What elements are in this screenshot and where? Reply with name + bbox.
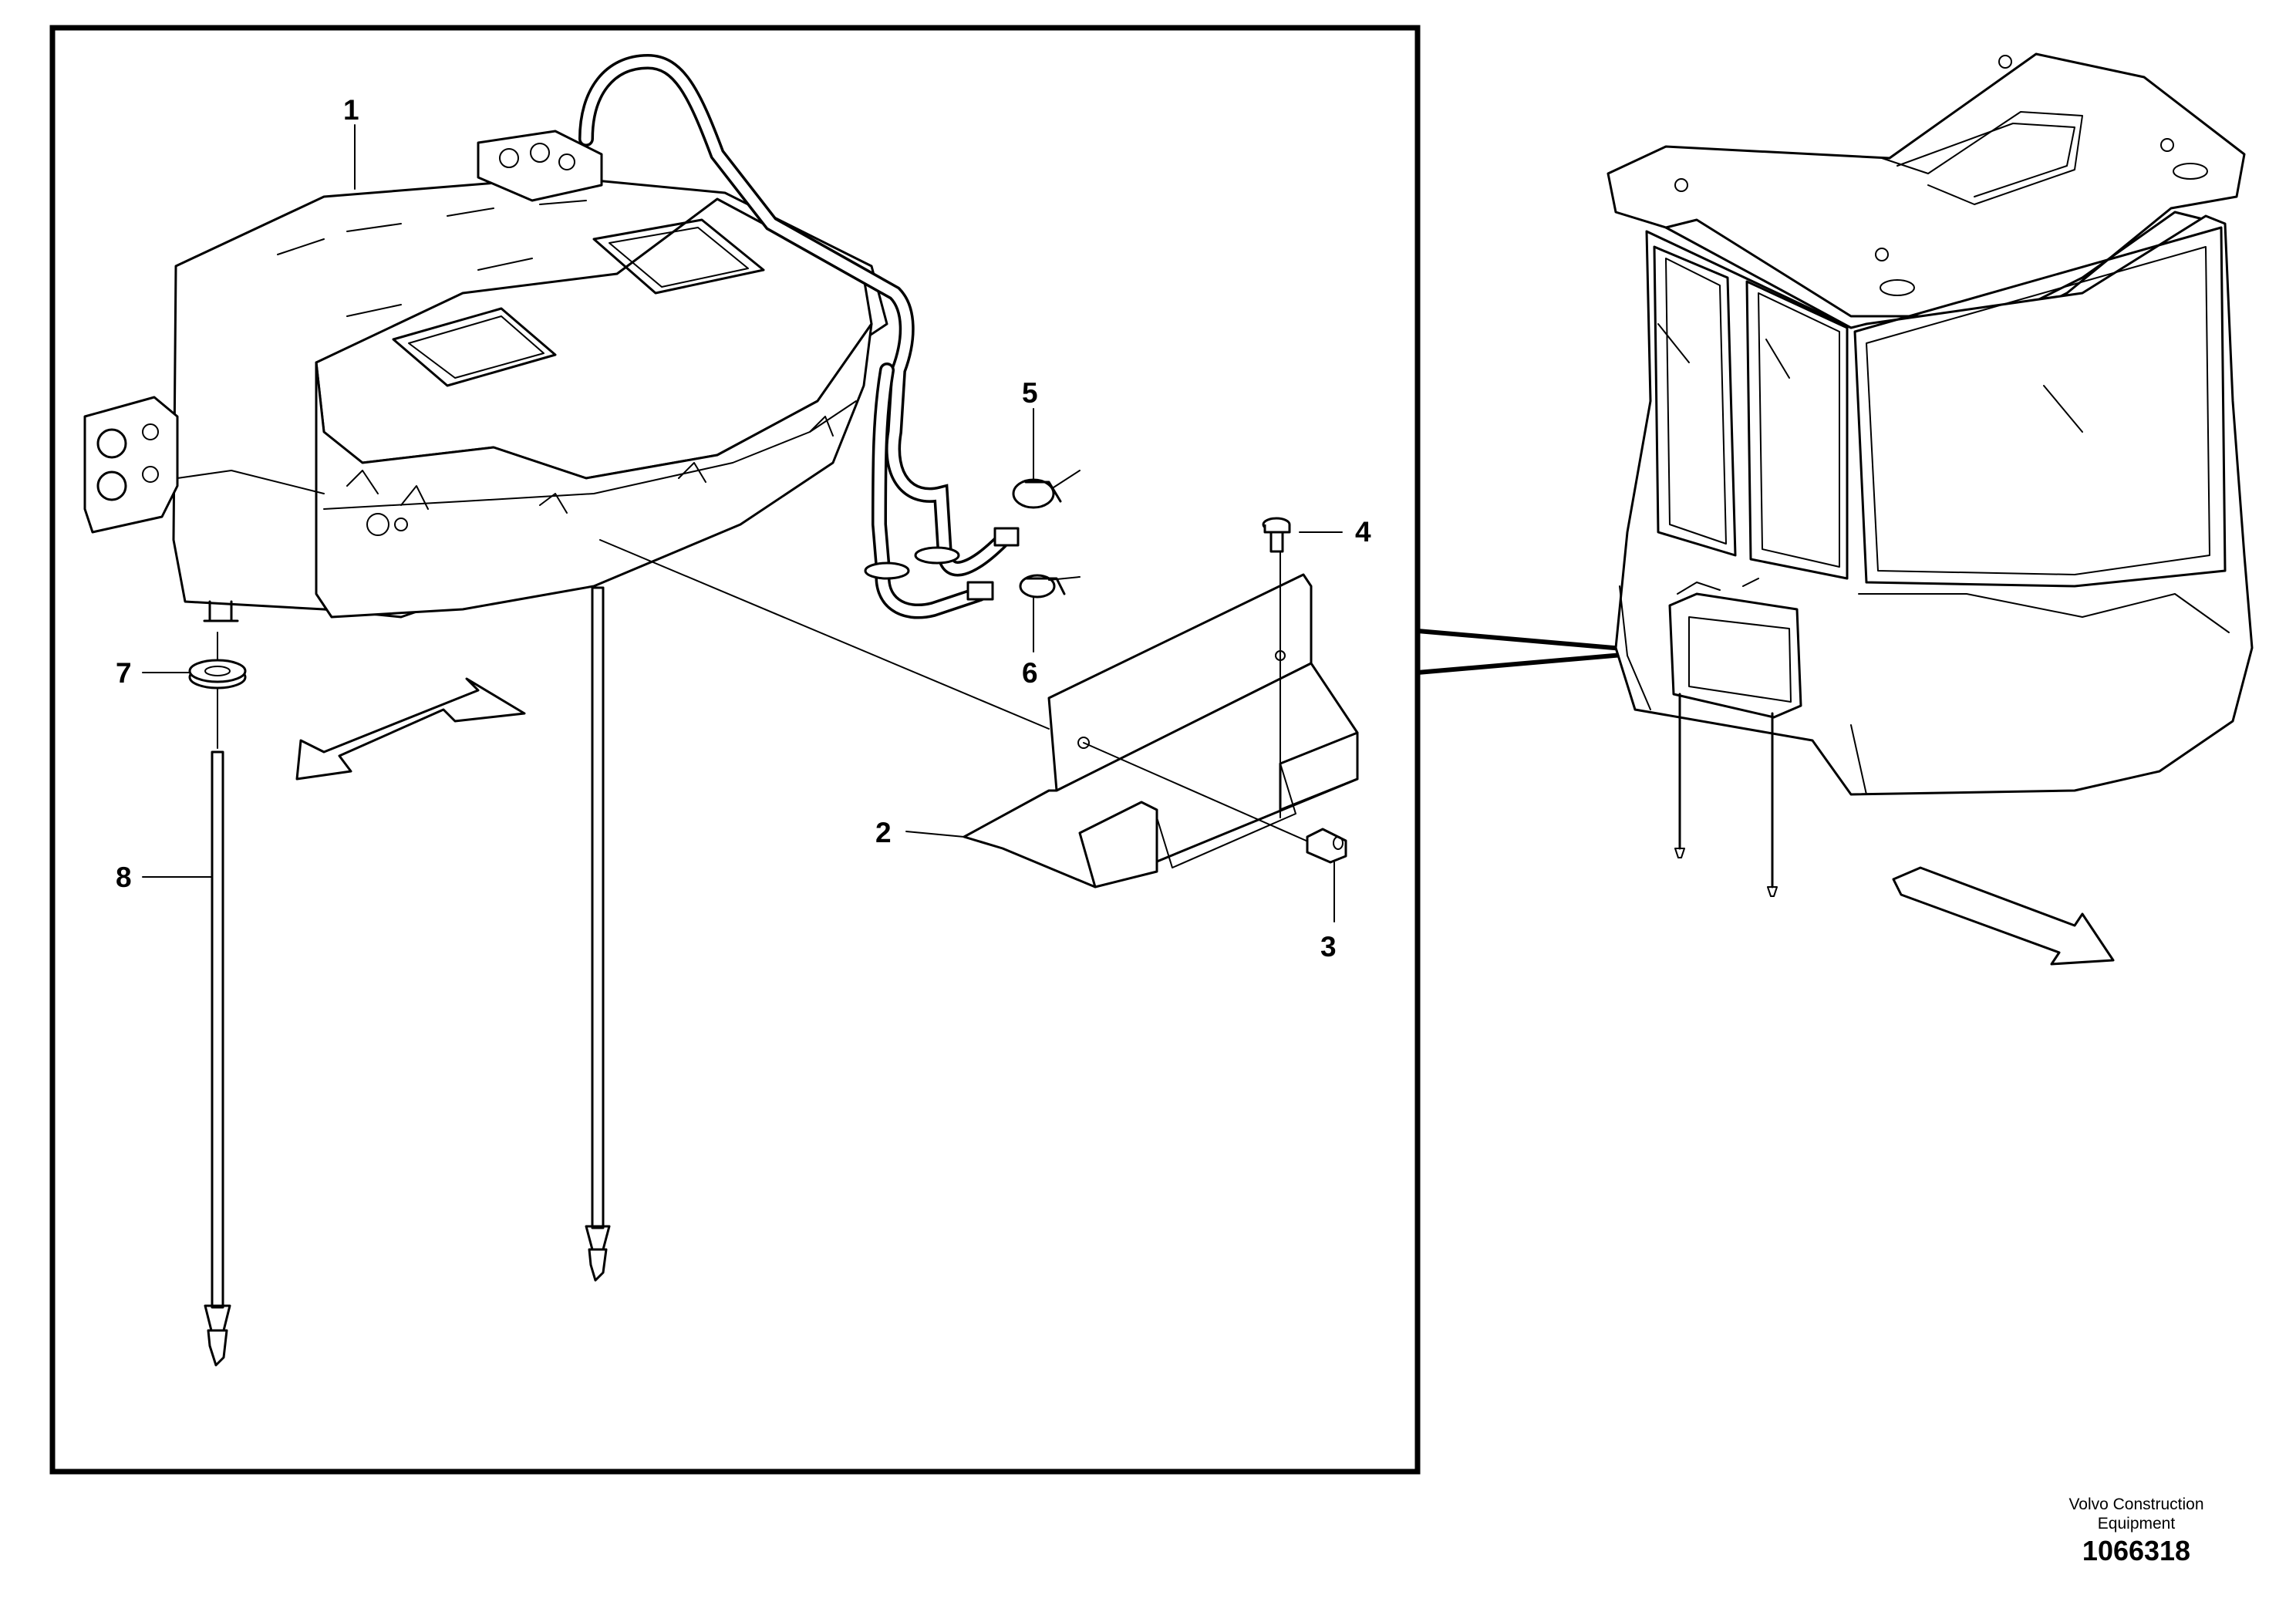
callout-4: 4	[1355, 516, 1371, 548]
drain-tube-right	[585, 586, 611, 1282]
leader-bracket-to-heater	[599, 539, 1050, 730]
callout-6: 6	[1022, 657, 1038, 689]
drain-tube-8	[204, 750, 231, 1367]
screw-3	[1306, 828, 1347, 864]
footer-brand: Volvo Construction Equipment	[2021, 1495, 2252, 1533]
heater-unit	[83, 53, 1020, 622]
callout-8: 8	[116, 862, 132, 893]
bracket-2	[963, 573, 1359, 889]
leader-screw-3	[1083, 742, 1316, 845]
cab-overview	[1607, 52, 2254, 897]
callout-2: 2	[875, 817, 892, 848]
callout-1: 1	[343, 94, 359, 126]
direction-arrow-right	[1892, 866, 2115, 966]
hose-clamp-5	[1012, 470, 1081, 509]
detail-frame	[49, 25, 1421, 1475]
drawing-number: 1066318	[2082, 1535, 2191, 1566]
callout-5: 5	[1022, 377, 1038, 409]
screw-4	[1262, 517, 1291, 553]
grommet-7	[188, 632, 247, 749]
brand-line-2: Equipment	[2097, 1515, 2176, 1533]
leader-2	[905, 831, 965, 838]
direction-arrow-left	[295, 677, 526, 781]
brand-line-1: Volvo Construction	[2068, 1496, 2204, 1513]
callout-7: 7	[116, 657, 132, 689]
callout-3: 3	[1320, 931, 1337, 963]
hose-clamp-6	[1019, 574, 1081, 599]
